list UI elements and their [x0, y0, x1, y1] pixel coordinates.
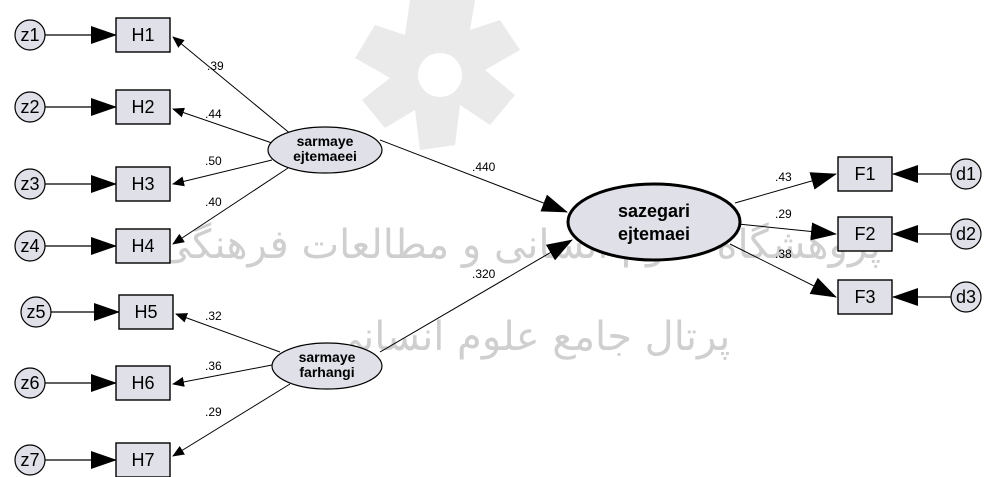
- indicator-box-f3: F3: [837, 279, 893, 315]
- left-error-term-z1: z1: [14, 19, 46, 51]
- latent-social-adjustment: sazegari ejtemaei: [566, 182, 742, 262]
- indicator-label: H5: [134, 302, 157, 322]
- left-error-term-z4: z4: [14, 230, 46, 262]
- watermark-line-1: پژوهشگاه علوم انسانی و مطالعات فرهنگی: [159, 222, 881, 268]
- loading-value-f3: .38: [775, 247, 792, 261]
- indicator-box-h5: H5: [118, 294, 174, 330]
- watermark-emblem: [355, 0, 520, 150]
- indicator-label: F2: [854, 224, 875, 244]
- latent-label-line2: farhangi: [299, 364, 354, 380]
- indicator-box-h3: H3: [115, 166, 171, 202]
- loading-arrow-h1: [172, 36, 293, 136]
- latent-social-capital: sarmaye ejtemaeei: [267, 126, 383, 174]
- loading-arrow-h4: [172, 167, 289, 245]
- error-label: z3: [20, 174, 39, 194]
- path-value-social: .440: [472, 160, 496, 174]
- latent-label-line2: ejtemaeei: [293, 148, 357, 164]
- indicator-label: H2: [131, 97, 154, 117]
- indicator-label: F1: [854, 164, 875, 184]
- loading-value-h5: .32: [205, 309, 222, 323]
- loading-value-h3: .50: [205, 154, 222, 168]
- left-error-term-z2: z2: [14, 91, 46, 123]
- path-arrow-social: [379, 139, 568, 213]
- left-error-term-z3: z3: [14, 168, 46, 200]
- error-label: z2: [20, 97, 39, 117]
- left-error-term-z7: z7: [14, 444, 46, 476]
- indicator-label: H7: [131, 450, 154, 470]
- latent-label-line1: sarmaye: [299, 349, 356, 365]
- latent-cultural-capital: sarmaye farhangi: [271, 342, 383, 390]
- loading-arrow-f3: [729, 243, 837, 298]
- indicator-label: H6: [131, 373, 154, 393]
- indicator-label: F3: [854, 287, 875, 307]
- loading-value-h4: .40: [205, 195, 222, 209]
- indicator-label: H3: [131, 174, 154, 194]
- indicator-box-h4: H4: [115, 228, 171, 264]
- error-label: d1: [956, 164, 976, 184]
- indicator-box-h1: H1: [115, 17, 171, 53]
- loading-arrow-f1: [734, 172, 837, 204]
- loading-arrow-h5: [175, 313, 281, 353]
- indicator-box-h7: H7: [115, 442, 171, 477]
- loading-value-h2: .44: [205, 107, 222, 121]
- loading-arrow-h7: [172, 383, 291, 457]
- indicator-label: H4: [131, 236, 154, 256]
- loading-value-f1: .43: [775, 170, 792, 184]
- left-error-term-z6: z6: [14, 367, 46, 399]
- indicator-box-f1: F1: [837, 156, 893, 192]
- error-label: z4: [20, 236, 39, 256]
- latent-label-line1: sarmaye: [297, 133, 354, 149]
- loading-value-h7: .29: [205, 405, 222, 419]
- path-value-cultural: .320: [472, 267, 496, 281]
- indicator-label: H1: [131, 25, 154, 45]
- error-label: z5: [26, 302, 45, 322]
- loading-arrow-h6: [172, 364, 273, 387]
- indicator-box-f2: F2: [837, 216, 893, 252]
- error-label: z1: [20, 25, 39, 45]
- error-label: z7: [20, 450, 39, 470]
- right-error-term-d2: d2: [950, 218, 982, 250]
- latent-label-line1: sazegari: [618, 201, 690, 221]
- error-label: d2: [956, 224, 976, 244]
- loading-arrow-f2: [737, 222, 837, 241]
- watermark-line-2: پرتال جامع علوم انسانی: [330, 314, 731, 360]
- right-error-term-d3: d3: [950, 281, 982, 313]
- indicator-box-h2: H2: [115, 89, 171, 125]
- loading-value-h6: .36: [205, 359, 222, 373]
- path-arrow-cultural: [379, 239, 573, 353]
- error-label: z6: [20, 373, 39, 393]
- left-error-term-z5: z5: [20, 296, 52, 328]
- latent-label-line2: ejtemaei: [618, 224, 690, 244]
- loading-value-h1: .39: [207, 59, 224, 73]
- loading-arrow-h2: [172, 107, 273, 144]
- indicator-box-h6: H6: [115, 365, 171, 401]
- error-label: d3: [956, 287, 976, 307]
- loading-arrow-h3: [172, 159, 273, 187]
- right-error-term-d1: d1: [950, 158, 982, 190]
- loading-value-f2: .29: [775, 207, 792, 221]
